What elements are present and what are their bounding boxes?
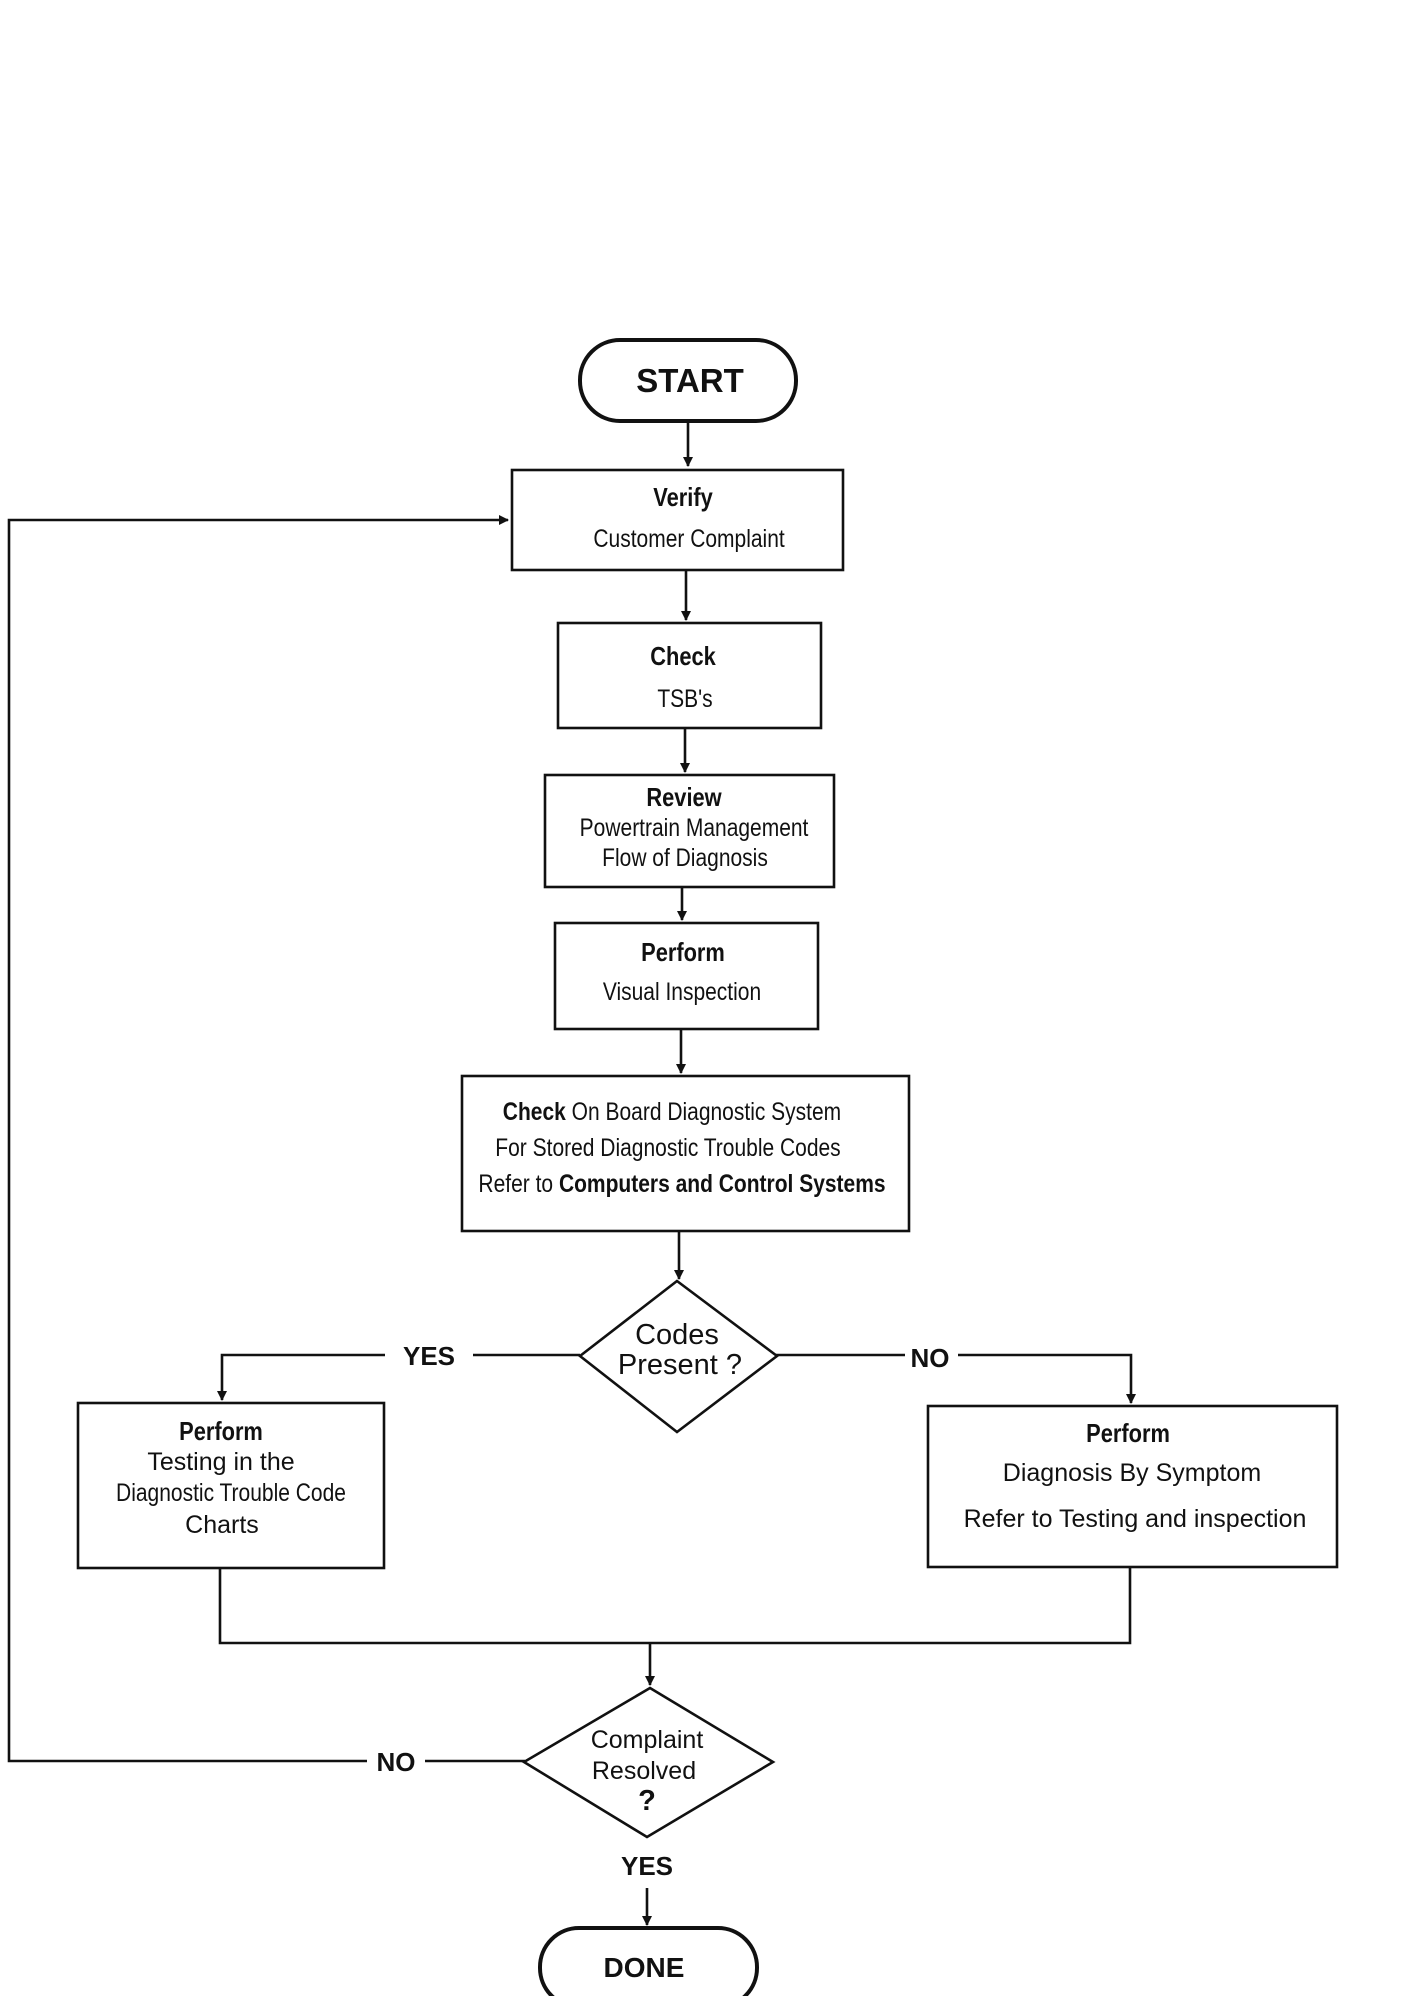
resolved-yes-label: YES <box>621 1851 673 1881</box>
dtc-testing-box: Perform Testing in the Diagnostic Troubl… <box>76 1401 386 1570</box>
review-box: Review Powertrain Management Flow of Dia… <box>543 773 836 889</box>
review-line1: Powertrain Management <box>580 813 809 841</box>
arrow-resolved-no-loop <box>7 515 509 1763</box>
codes-line1: Codes <box>635 1319 719 1351</box>
check-tsb-box: Check TSB's <box>556 621 823 730</box>
complaint-resolved-decision: Complaint Resolved ? <box>521 1686 776 1839</box>
arrow-codes-no-to-symptom <box>958 1353 1136 1404</box>
inspect-box: Perform Visual Inspection <box>553 921 820 1031</box>
dtc-line2: Diagnostic Trouble Code <box>116 1478 346 1506</box>
inspect-text: Visual Inspection <box>603 977 761 1005</box>
dtc-verb: Perform <box>179 1417 263 1446</box>
obd-line1-rest: On Board Diagnostic System <box>566 1097 841 1125</box>
symptom-line2: Refer to Testing and inspection <box>964 1505 1307 1533</box>
obd-check-box: Check On Board Diagnostic System For Sto… <box>460 1074 911 1233</box>
resolved-line3: ? <box>638 1785 656 1817</box>
arrow-codes-yes-to-dtc <box>217 1353 385 1401</box>
check-tsb-text: TSB's <box>657 684 712 712</box>
dtc-line1: Testing in the <box>147 1448 294 1476</box>
obd-line1: Check On Board Diagnostic System <box>503 1097 841 1125</box>
symptom-line1: Diagnosis By Symptom <box>1003 1459 1261 1487</box>
start-terminator: START <box>578 338 798 423</box>
review-verb: Review <box>646 783 722 812</box>
codes-yes-label: YES <box>403 1341 455 1371</box>
codes-present-decision: Codes Present ? <box>577 1279 780 1434</box>
verify-verb: Verify <box>653 483 713 512</box>
connectors <box>7 421 1136 1926</box>
symptom-box: Perform Diagnosis By Symptom Refer to Te… <box>926 1404 1339 1569</box>
obd-line3-prefix: Refer to <box>478 1169 559 1197</box>
done-terminator: DONE <box>538 1926 759 1996</box>
obd-line2: For Stored Diagnostic Trouble Codes <box>495 1133 840 1161</box>
resolved-line1: Complaint <box>591 1726 704 1754</box>
symptom-verb: Perform <box>1086 1419 1170 1448</box>
verify-box: Verify Customer Complaint <box>510 468 845 572</box>
obd-line3: Refer to Computers and Control Systems <box>478 1169 885 1197</box>
codes-no-label: NO <box>911 1343 950 1373</box>
obd-line3-ref: Computers and Control Systems <box>559 1169 886 1197</box>
inspect-verb: Perform <box>641 938 725 967</box>
line-merge <box>218 1568 1132 1645</box>
resolved-no-label: NO <box>377 1747 416 1777</box>
verify-text: Customer Complaint <box>593 524 785 552</box>
obd-verb: Check <box>503 1097 566 1125</box>
resolved-line2: Resolved <box>592 1757 696 1785</box>
start-label: START <box>636 362 744 399</box>
review-line2: Flow of Diagnosis <box>602 843 768 871</box>
check-tsb-verb: Check <box>650 642 716 671</box>
dtc-line3: Charts <box>185 1511 259 1539</box>
codes-line2: Present ? <box>618 1349 742 1381</box>
done-label: DONE <box>604 1952 685 1983</box>
